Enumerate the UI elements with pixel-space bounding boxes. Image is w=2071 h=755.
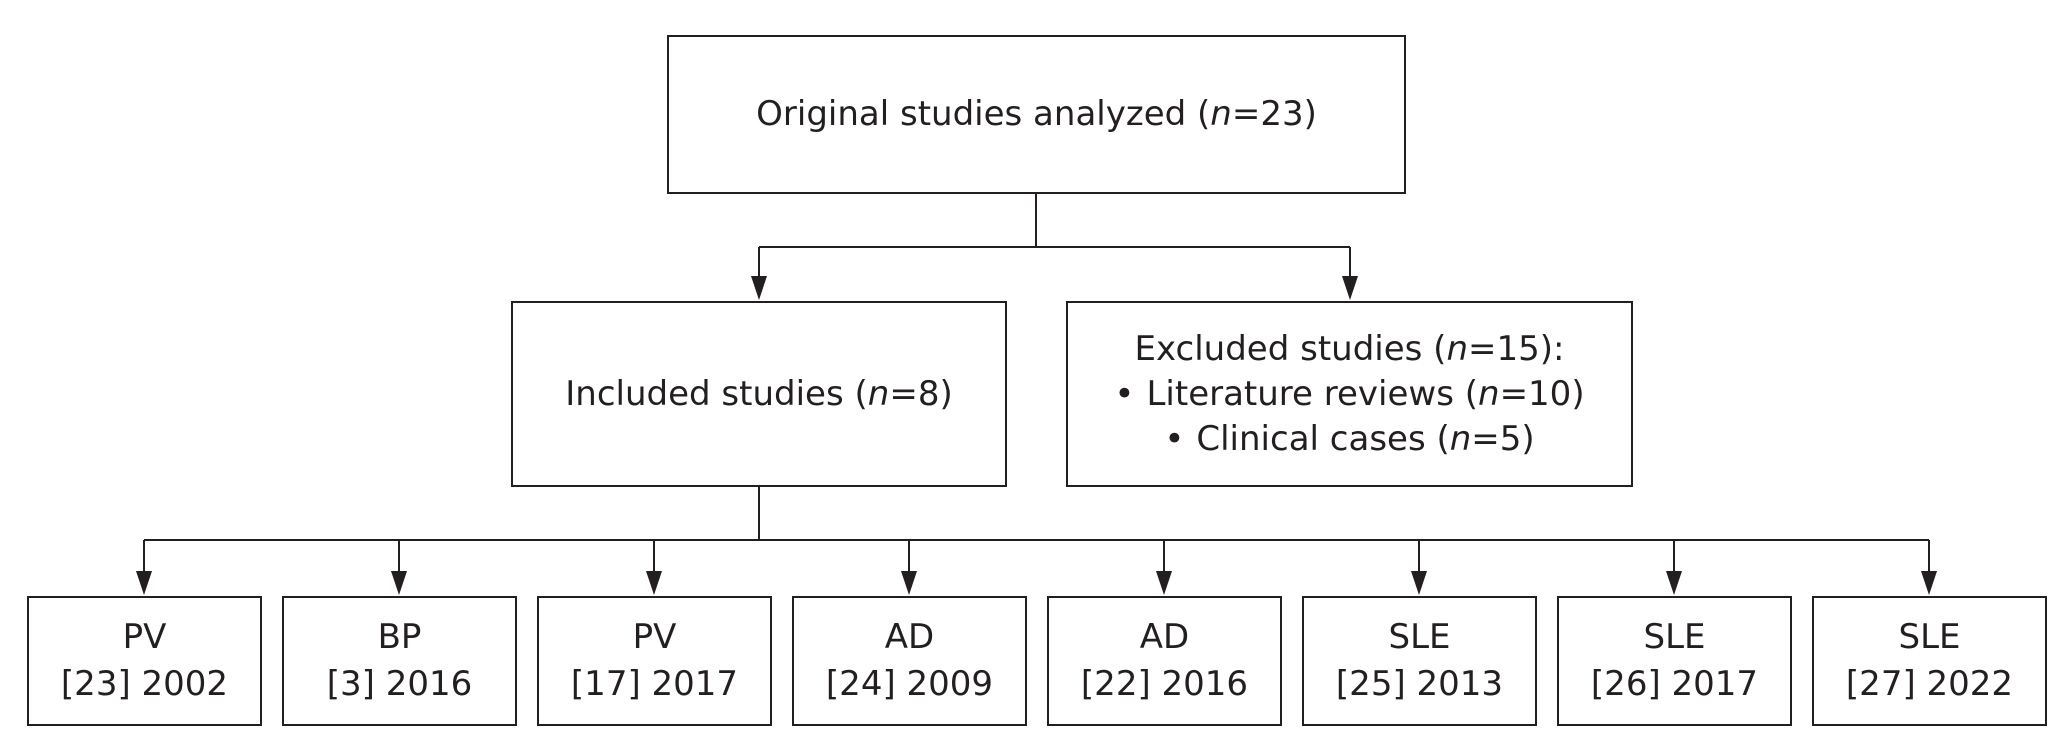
root-n-symbol: n <box>1210 94 1232 134</box>
study-box: AD [22] 2016 <box>1047 596 1282 726</box>
included-label: Included studies (n=8) <box>565 372 952 417</box>
arrowhead <box>1156 571 1172 595</box>
included-label-suffix: =8) <box>889 373 953 414</box>
study-reference: [3] 2016 <box>326 664 473 704</box>
arrowhead <box>901 571 917 595</box>
bullet-icon: • <box>1114 373 1135 414</box>
study-reference: [25] 2013 <box>1335 664 1504 704</box>
excluded-item-n-symbol: n <box>1478 373 1500 414</box>
study-box: BP [3] 2016 <box>282 596 517 726</box>
excluded-heading: Excluded studies (n=15): <box>1135 327 1565 372</box>
study-reference: [23] 2002 <box>60 664 229 704</box>
study-type: SLE <box>1388 617 1451 657</box>
excluded-heading-suffix: =15): <box>1468 328 1565 369</box>
excluded-item-prefix: Literature reviews ( <box>1146 373 1478 414</box>
study-type: SLE <box>1898 617 1961 657</box>
arrowhead <box>646 571 662 595</box>
study-box: PV [17] 2017 <box>537 596 772 726</box>
root-box: Original studies analyzed (n=23) <box>667 35 1406 194</box>
study-type: PV <box>122 617 167 657</box>
excluded-item-prefix: Clinical cases ( <box>1196 418 1450 459</box>
study-reference: [17] 2017 <box>570 664 739 704</box>
study-type: SLE <box>1643 617 1706 657</box>
included-box: Included studies (n=8) <box>511 301 1007 487</box>
study-box: SLE [25] 2013 <box>1302 596 1537 726</box>
study-type: AD <box>884 617 935 657</box>
excluded-item-literature-reviews: • Literature reviews (n=10) <box>1114 372 1584 417</box>
study-box: AD [24] 2009 <box>792 596 1027 726</box>
study-type: PV <box>632 617 677 657</box>
arrowhead <box>136 571 152 595</box>
study-reference: [26] 2017 <box>1590 664 1759 704</box>
excluded-box: Excluded studies (n=15): •Literature rev… <box>1066 301 1633 487</box>
excluded-item-n-symbol: n <box>1449 418 1472 459</box>
excluded-item-clinical-cases: • Clinical cases (n=5) <box>1164 417 1534 462</box>
root-label-suffix: =23) <box>1231 94 1317 134</box>
arrowhead <box>1342 276 1358 300</box>
arrowhead <box>391 571 407 595</box>
study-reference: [27] 2022 <box>1845 664 2014 704</box>
arrowhead <box>1921 571 1937 595</box>
arrowhead <box>1666 571 1682 595</box>
excluded-heading-prefix: Excluded studies ( <box>1134 328 1447 369</box>
excluded-item-suffix: =10) <box>1499 373 1585 414</box>
arrowhead <box>1411 571 1427 595</box>
bullet-icon: • <box>1164 418 1185 459</box>
study-box: PV [23] 2002 <box>27 596 262 726</box>
study-box: SLE [26] 2017 <box>1557 596 1792 726</box>
excluded-heading-n-symbol: n <box>1446 328 1468 369</box>
study-reference: [24] 2009 <box>825 664 994 704</box>
excluded-item-suffix: =5) <box>1471 418 1535 459</box>
included-n-symbol: n <box>867 373 890 414</box>
root-label: Original studies analyzed (n=23) <box>756 92 1317 137</box>
study-reference: [22] 2016 <box>1080 664 1249 704</box>
root-label-prefix: Original studies analyzed ( <box>756 94 1211 134</box>
study-type: AD <box>1139 617 1190 657</box>
arrowhead <box>751 276 767 300</box>
study-type: BP <box>377 617 422 657</box>
included-label-prefix: Included studies ( <box>565 373 868 414</box>
study-box: SLE [27] 2022 <box>1812 596 2047 726</box>
